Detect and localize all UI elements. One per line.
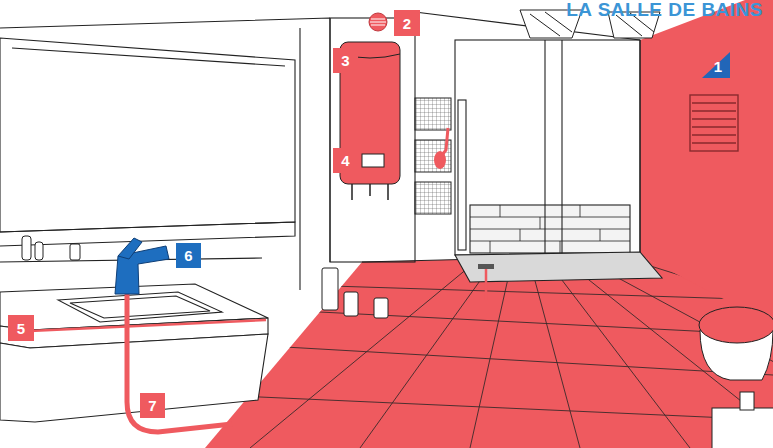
shelf-line (0, 48, 295, 262)
shower-frame (455, 40, 640, 255)
mirror (0, 38, 295, 232)
basket (415, 182, 451, 214)
page-title: LA SALLE DE BAINS (566, 0, 763, 20)
tile-joint (470, 205, 630, 253)
niche (330, 18, 415, 262)
corner-marker (702, 52, 730, 78)
heater-pipe (352, 184, 388, 200)
drain (478, 264, 494, 269)
heater-control (362, 154, 384, 167)
light-line (530, 12, 572, 36)
callout-number: 5 (8, 315, 34, 341)
vent (369, 13, 387, 31)
floor-tiles (215, 225, 773, 448)
candle (344, 292, 358, 316)
vanity (0, 284, 268, 422)
candles (322, 268, 388, 318)
bottles (22, 236, 80, 260)
vent-grill (370, 19, 386, 25)
water-pipe (127, 292, 232, 432)
tile-line (215, 285, 773, 420)
glass-edge (545, 40, 562, 255)
baskets (415, 98, 451, 214)
shower-head (434, 151, 446, 169)
room-lines (0, 12, 640, 290)
callout-number: 7 (140, 393, 165, 418)
candle (740, 392, 754, 410)
drain-marker (485, 268, 488, 300)
shower (455, 40, 662, 282)
bottle (22, 236, 31, 260)
shower-rail (458, 100, 466, 250)
callout-number: 2 (394, 10, 420, 36)
callout-number: 4 (333, 148, 358, 173)
blind-slat (692, 103, 736, 143)
counter-edge (30, 320, 266, 331)
sink-inner (70, 296, 210, 318)
bottle (70, 244, 80, 260)
blind-frame (690, 95, 738, 151)
toilet-lid (699, 307, 773, 343)
sink-basin (58, 292, 222, 322)
candle (322, 268, 338, 310)
callout-number: 1 (708, 56, 728, 76)
wall-line (0, 12, 640, 290)
tile-line (250, 225, 773, 448)
bottle (35, 242, 43, 260)
red-floor (205, 255, 773, 448)
candle (374, 298, 388, 318)
faucet-lever (118, 238, 142, 259)
wall-blind (690, 95, 738, 151)
callout-number: 6 (176, 243, 201, 268)
basket (415, 98, 451, 130)
callout-number: 3 (333, 48, 358, 73)
cabinet (0, 334, 268, 422)
side-table (712, 408, 773, 448)
shower-tiles (470, 205, 630, 253)
